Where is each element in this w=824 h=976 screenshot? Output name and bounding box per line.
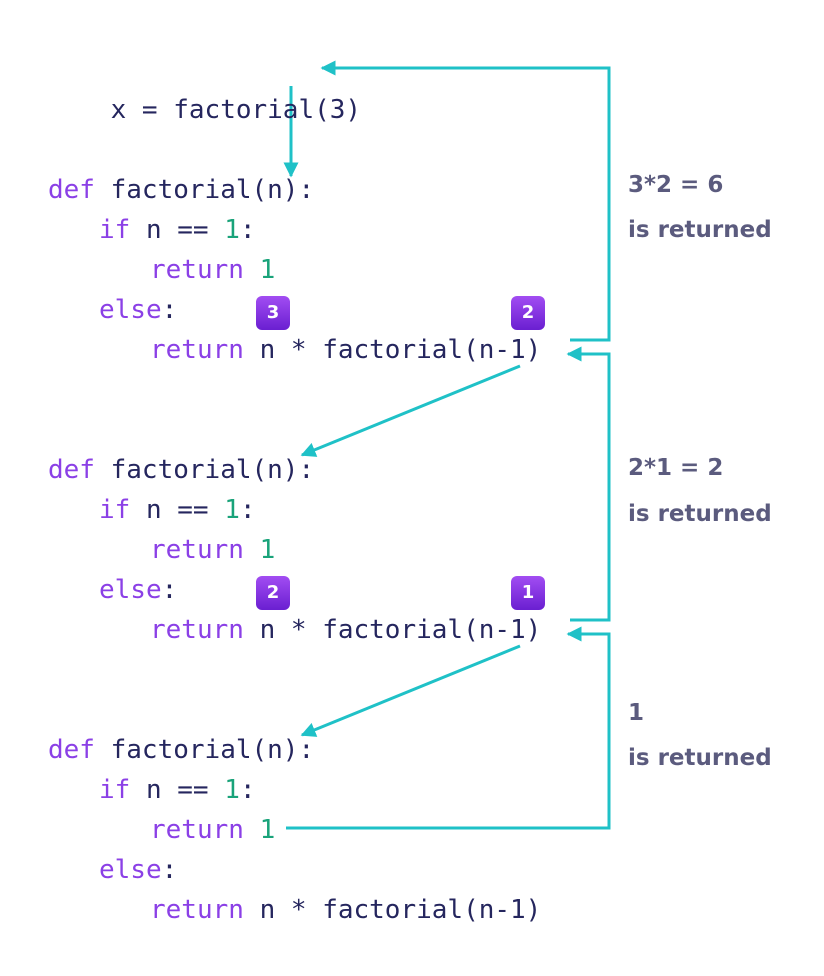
return-keyword: return (150, 535, 244, 565)
return-number: 1 (259, 255, 276, 285)
return-note-value: 2*1 = 2 (628, 455, 724, 481)
return-arrow-2 (566, 346, 611, 622)
if-colon: : (239, 775, 256, 805)
return-base-line-1: return 1 (150, 250, 275, 290)
return-note-label: is returned (628, 217, 772, 243)
if-condition: n == (130, 775, 225, 805)
return-note-label: is returned (628, 501, 772, 527)
def-signature: factorial(n): (94, 175, 315, 205)
assignment-line: x = factorial(3) (48, 50, 361, 170)
else-line-2: else: (99, 570, 177, 610)
recursive-call: n * factorial(n-1) (243, 615, 542, 645)
if-number: 1 (224, 215, 240, 245)
return-keyword: return (150, 615, 244, 645)
recursive-call: n * factorial(n-1) (243, 335, 542, 365)
return-recursive-line-3: return n * factorial(n-1) (150, 890, 541, 930)
step-badge: 2 (511, 296, 545, 330)
else-colon: : (161, 575, 178, 605)
if-line-3: if n == 1: (99, 770, 256, 810)
return-keyword: return (150, 815, 244, 845)
return-number: 1 (259, 815, 276, 845)
if-keyword: if (99, 215, 131, 245)
return-note-value: 3*2 = 6 (628, 172, 724, 198)
return-arrow-3 (286, 626, 611, 830)
def-keyword: def (48, 175, 95, 205)
else-keyword: else (99, 575, 162, 605)
if-keyword: if (99, 495, 131, 525)
def-signature: factorial(n): (94, 735, 315, 765)
step-badge: 3 (256, 296, 290, 330)
step-badge: 1 (511, 576, 545, 610)
return-note-value: 1 (628, 700, 645, 726)
else-colon: : (161, 295, 178, 325)
if-number: 1 (224, 775, 240, 805)
return-base-line-2: return 1 (150, 530, 275, 570)
def-keyword: def (48, 735, 95, 765)
else-line-1: else: (99, 290, 177, 330)
return-note-label: is returned (628, 745, 772, 771)
call-arrow-2 (300, 364, 521, 457)
else-line-3: else: (99, 850, 177, 890)
step-badge: 2 (256, 576, 290, 610)
def-line-3: def factorial(n): (48, 730, 314, 770)
assignment-text: x = factorial(3) (110, 95, 362, 125)
if-line-2: if n == 1: (99, 490, 256, 530)
def-line-1: def factorial(n): (48, 170, 314, 210)
return-recursive-line-1: return n * factorial(n-1) (150, 330, 541, 370)
if-condition: n == (130, 215, 225, 245)
def-signature: factorial(n): (94, 455, 315, 485)
else-colon: : (161, 855, 178, 885)
else-keyword: else (99, 295, 162, 325)
else-keyword: else (99, 855, 162, 885)
if-keyword: if (99, 775, 131, 805)
recursive-call: n * factorial(n-1) (243, 895, 542, 925)
return-keyword: return (150, 895, 244, 925)
return-recursive-line-2: return n * factorial(n-1) (150, 610, 541, 650)
return-base-line-3: return 1 (150, 810, 275, 850)
return-arrow-1 (320, 60, 611, 342)
return-keyword: return (150, 255, 244, 285)
if-line-1: if n == 1: (99, 210, 256, 250)
if-number: 1 (224, 495, 240, 525)
if-condition: n == (130, 495, 225, 525)
return-keyword: return (150, 335, 244, 365)
call-arrow-3 (300, 644, 521, 737)
def-keyword: def (48, 455, 95, 485)
return-number: 1 (259, 535, 276, 565)
if-colon: : (239, 495, 256, 525)
if-colon: : (239, 215, 256, 245)
def-line-2: def factorial(n): (48, 450, 314, 490)
